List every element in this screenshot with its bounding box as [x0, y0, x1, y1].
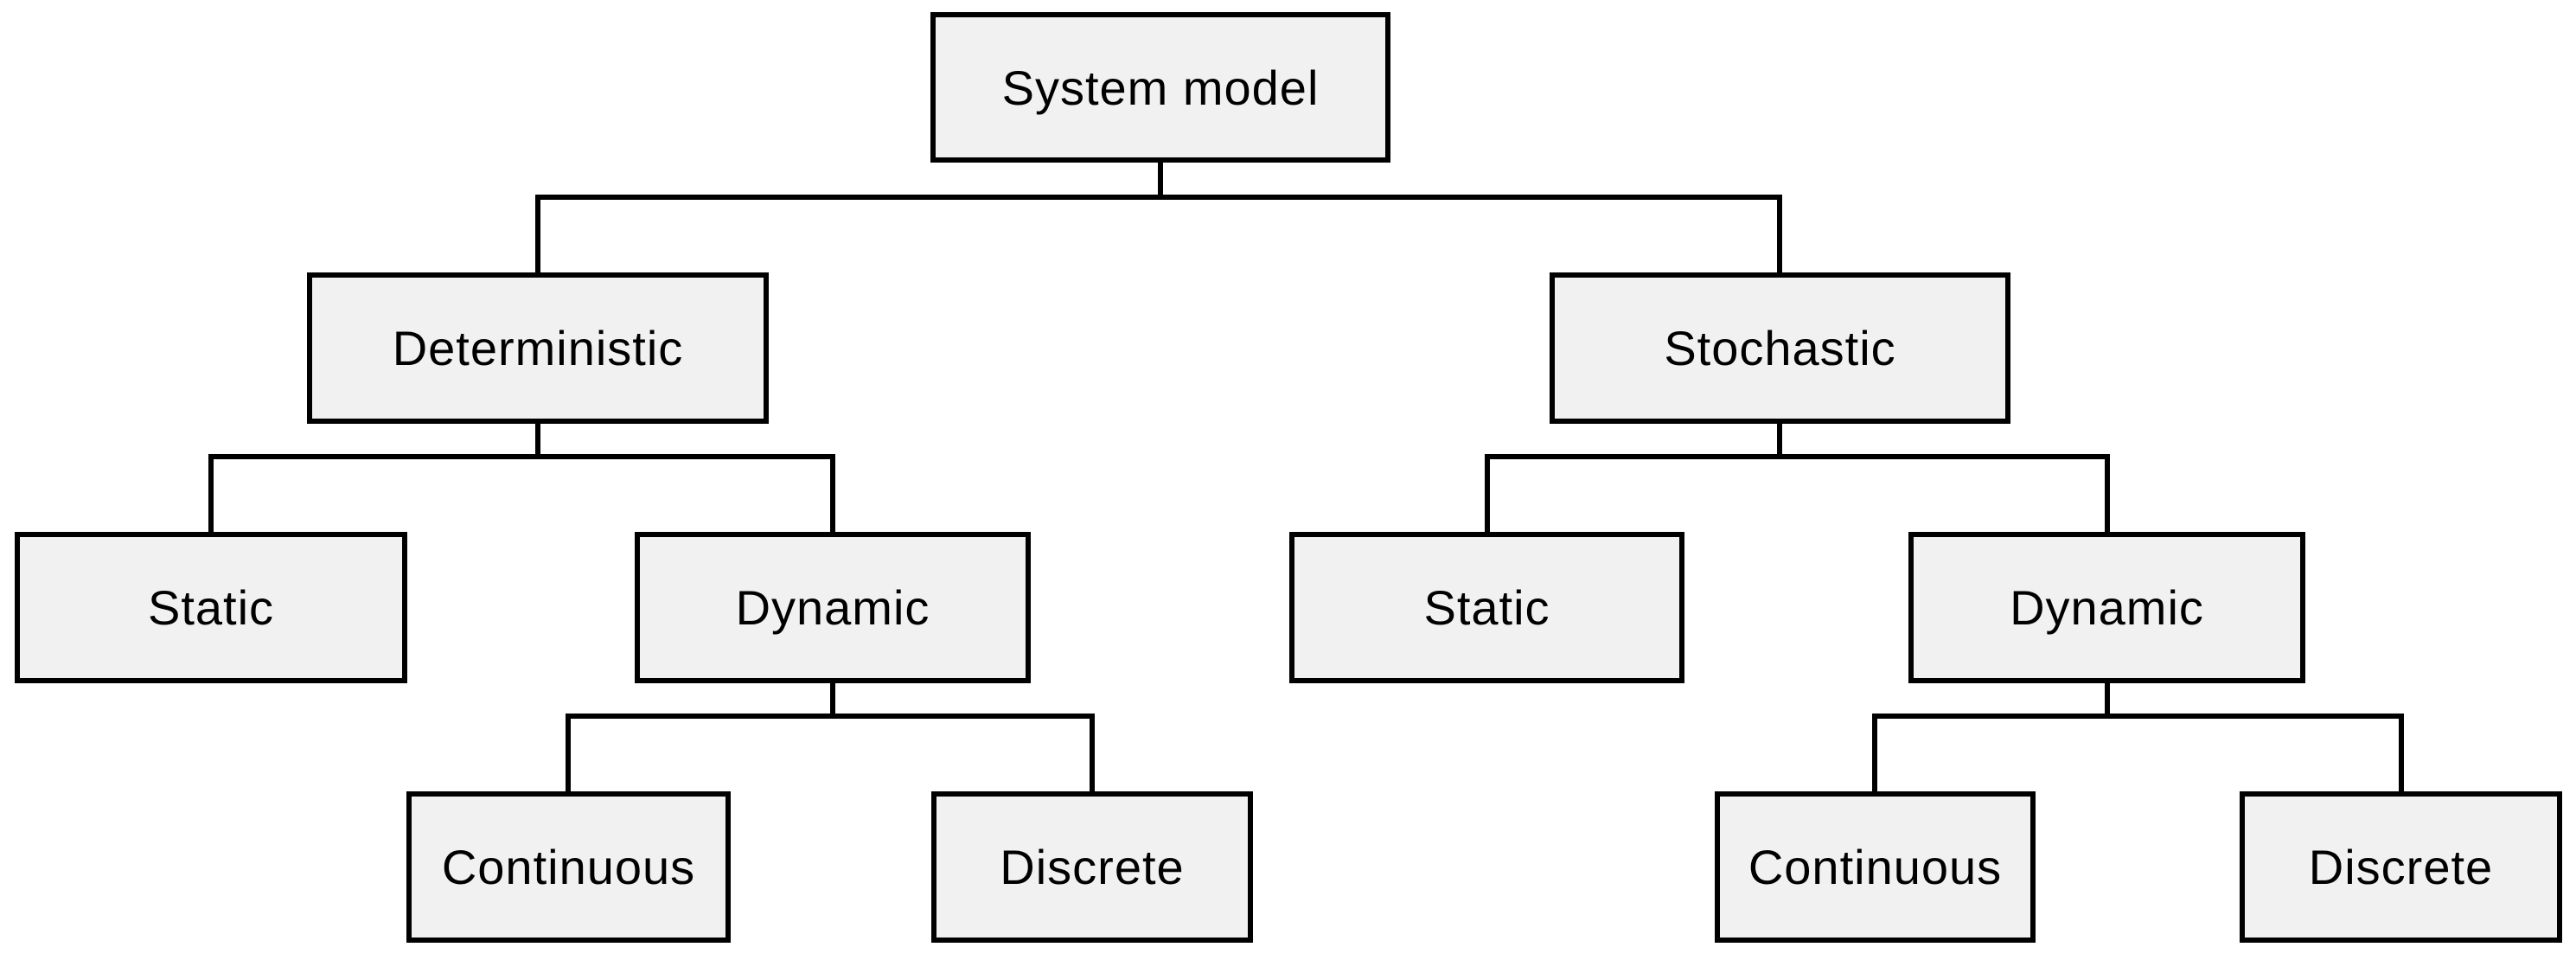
node-deterministic-static-label: Static [147, 580, 275, 635]
node-stochastic-dynamic-label: Dynamic [2010, 580, 2204, 635]
node-system-model: System model [930, 12, 1390, 163]
node-stochastic-dynamic-discrete: Discrete [2240, 791, 2562, 943]
node-stochastic-dynamic-continuous: Continuous [1715, 791, 2036, 943]
node-deterministic-dynamic-discrete: Discrete [931, 791, 1253, 943]
node-stochastic-dynamic-continuous-label: Continuous [1748, 840, 2003, 894]
connector-stochastic-children [1485, 424, 2110, 532]
node-deterministic-dynamic: Dynamic [635, 532, 1031, 683]
connector-deterministic-children [208, 424, 835, 532]
node-stochastic-static: Static [1289, 532, 1684, 683]
node-stochastic-static-label: Static [1423, 580, 1550, 635]
node-deterministic-label: Deterministic [392, 321, 684, 375]
node-deterministic: Deterministic [307, 272, 769, 424]
node-deterministic-dynamic-label: Dynamic [735, 580, 930, 635]
connector-sto-dynamic-children [1872, 683, 2404, 791]
node-deterministic-dynamic-discrete-label: Discrete [1000, 840, 1185, 894]
node-stochastic: Stochastic [1550, 272, 2010, 424]
node-stochastic-dynamic-discrete-label: Discrete [2308, 840, 2494, 894]
node-deterministic-dynamic-continuous: Continuous [406, 791, 731, 943]
connector-det-dynamic-children [566, 683, 1095, 791]
node-system-model-label: System model [1001, 60, 1320, 115]
node-stochastic-label: Stochastic [1664, 321, 1896, 375]
node-stochastic-dynamic: Dynamic [1908, 532, 2305, 683]
connector-root-children [535, 163, 1782, 272]
node-deterministic-dynamic-continuous-label: Continuous [441, 840, 696, 894]
node-deterministic-static: Static [15, 532, 407, 683]
